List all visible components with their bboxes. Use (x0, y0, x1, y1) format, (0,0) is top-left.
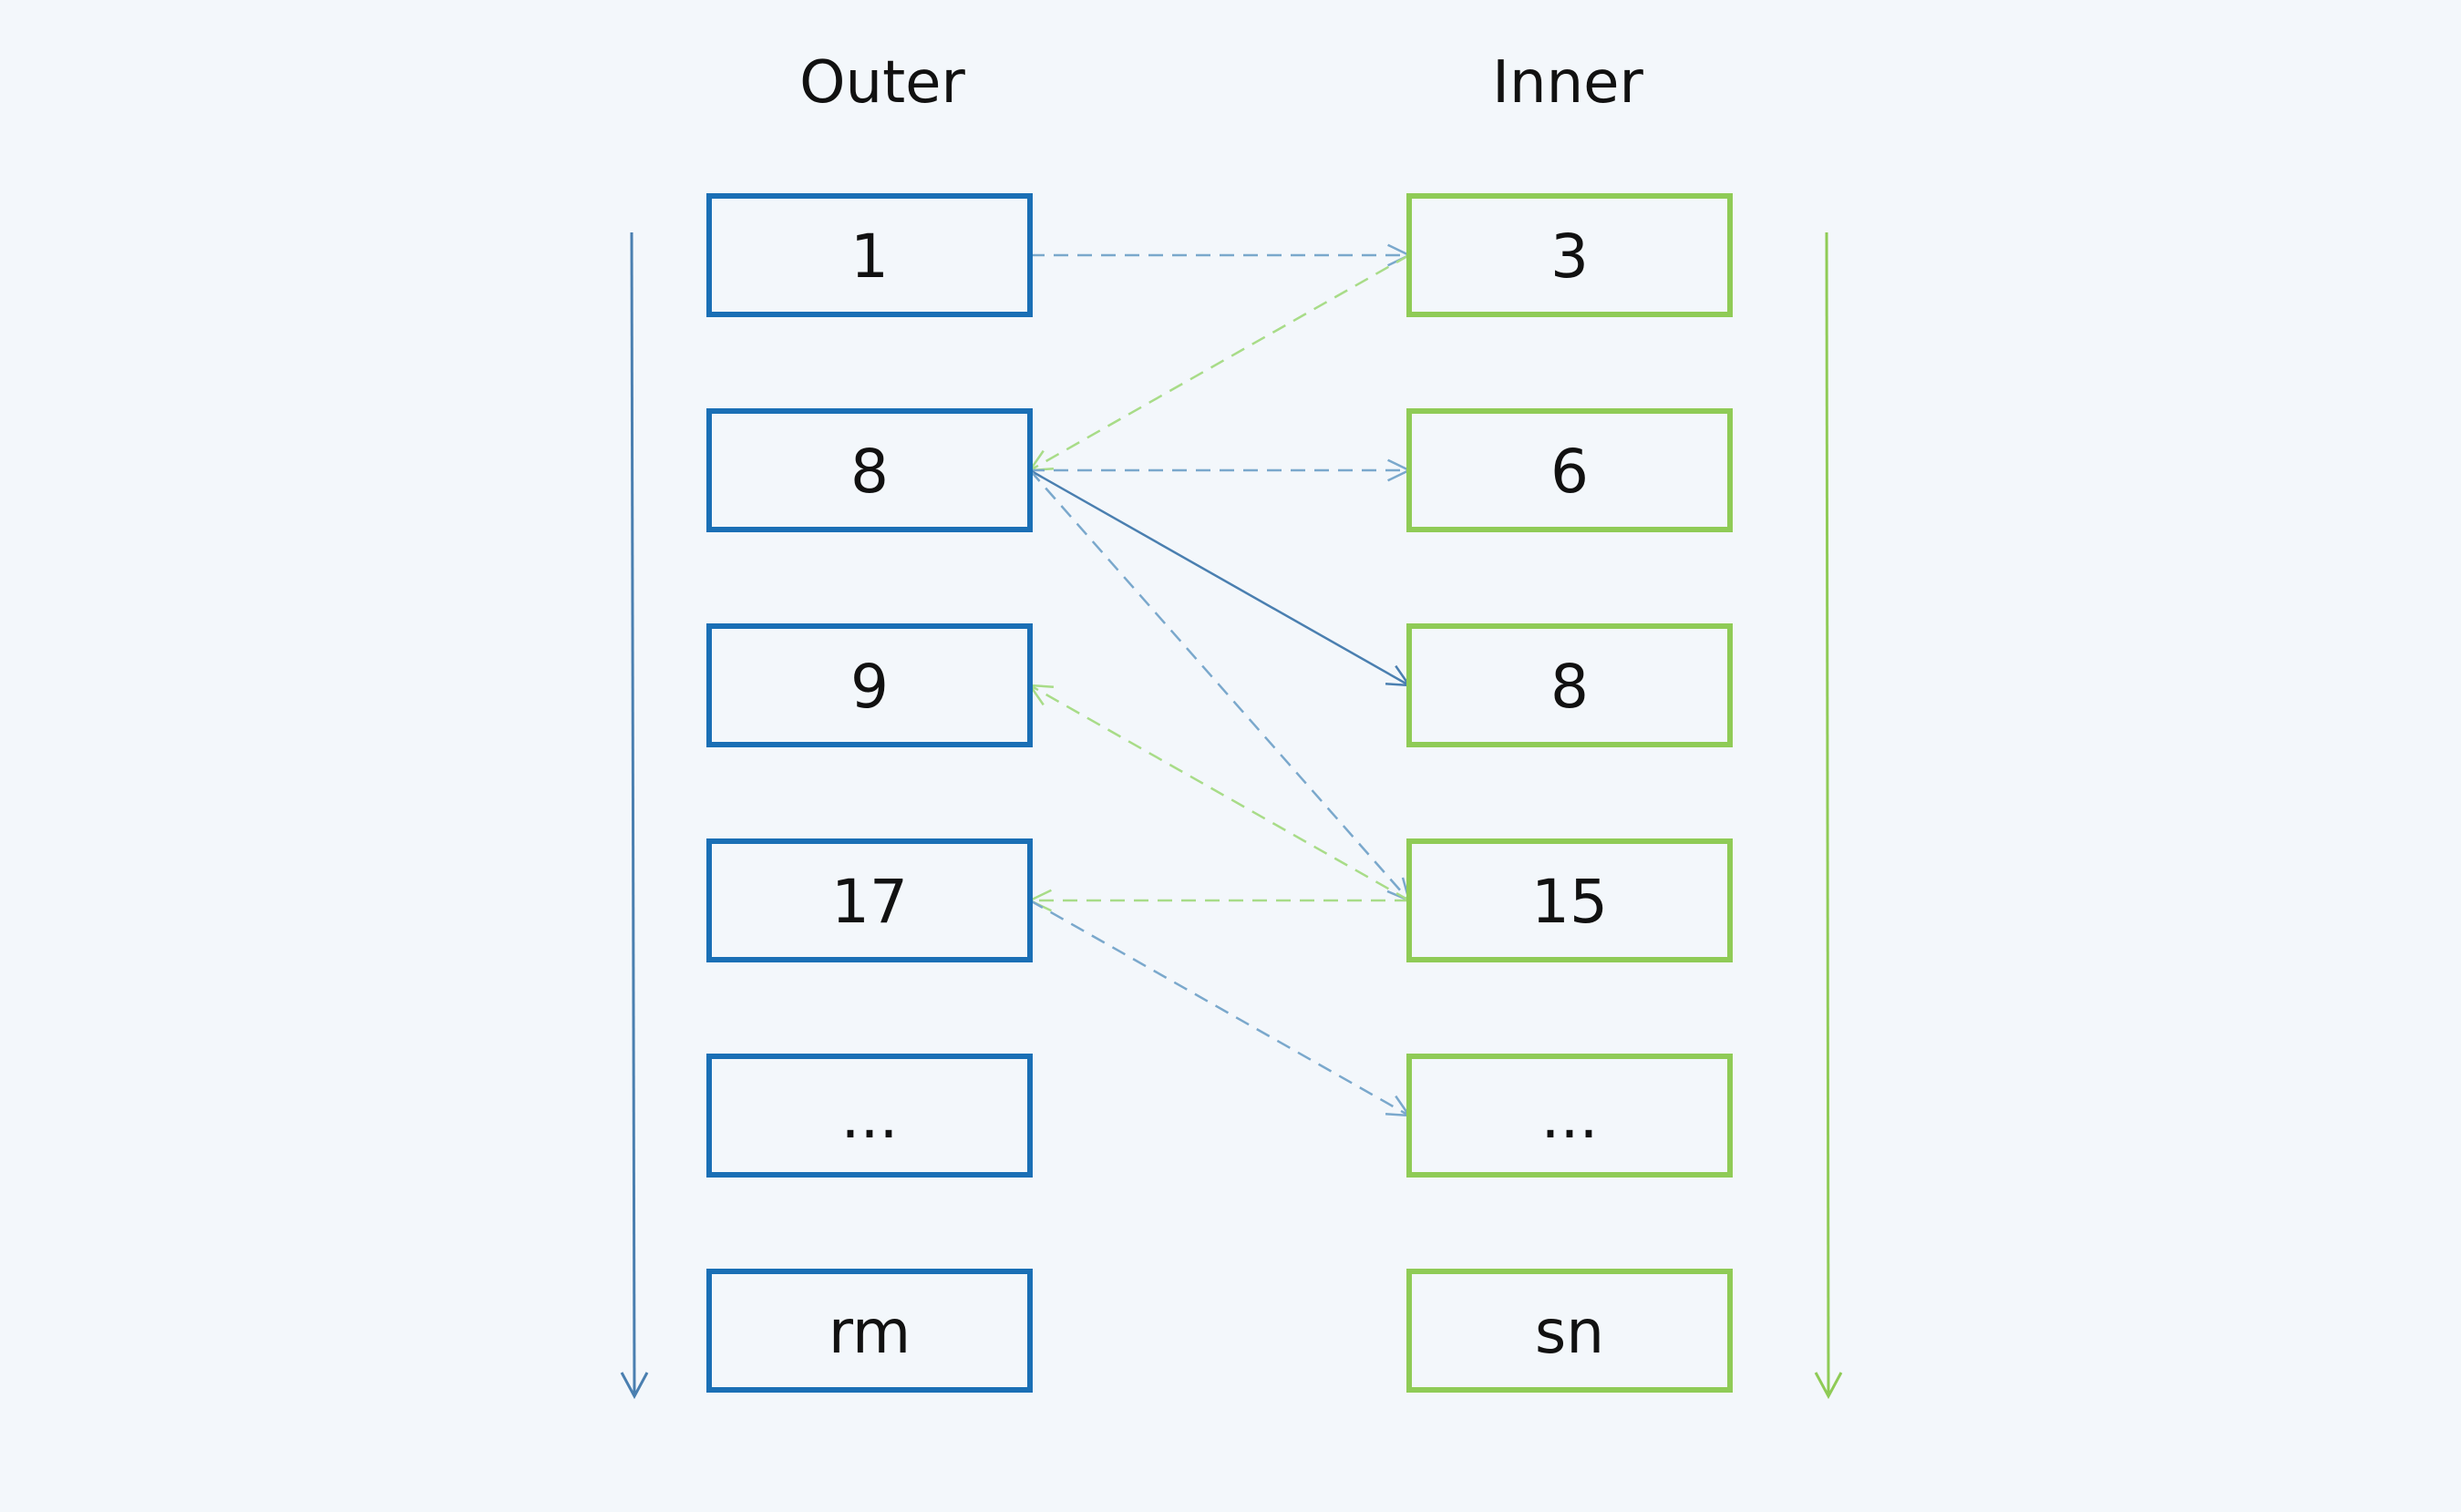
scan-direction-axes (620, 231, 1843, 1400)
connection-arrow (1027, 889, 1409, 912)
inner-item-label: 8 (1550, 652, 1589, 722)
inner-item-box: 3 (1406, 193, 1733, 317)
inner-item-box: ... (1406, 1054, 1733, 1178)
outer-item-box: ... (706, 1054, 1033, 1178)
connection-arrow (1030, 243, 1412, 267)
item-boxes: 1 8 9 17... rm 3 6 8 15... sn (706, 193, 1733, 1393)
connection-arrow (1027, 253, 1410, 472)
outer-item-box: 1 (706, 193, 1033, 317)
inner-item-box: 8 (1406, 623, 1733, 747)
outer-item-box: 17 (706, 838, 1033, 962)
inner-item-box: sn (1406, 1269, 1733, 1393)
inner-item-label: 15 (1531, 867, 1608, 937)
outer-item-label: ... (841, 1082, 899, 1152)
inner-item-label: 3 (1550, 221, 1589, 292)
connection-arrows (1027, 243, 1412, 1117)
inner-item-label: 6 (1550, 437, 1589, 507)
outer-header: Outer (799, 49, 965, 117)
connection-arrow (1029, 899, 1412, 1117)
connection-arrow (1027, 684, 1410, 902)
inner-header: Inner (1492, 49, 1643, 117)
inner-item-box: 15 (1406, 838, 1733, 962)
outer-scan-arrow (620, 231, 649, 1400)
connection-arrow (1029, 468, 1412, 687)
inner-item-label: sn (1535, 1297, 1604, 1367)
outer-item-label: 17 (831, 867, 908, 937)
outer-item-box: 9 (706, 623, 1033, 747)
inner-item-box: 6 (1406, 408, 1733, 532)
outer-item-box: rm (706, 1269, 1033, 1393)
connection-arrow (1030, 458, 1412, 482)
inner-scan-arrow (1814, 231, 1843, 1400)
outer-item-label: 8 (850, 437, 889, 507)
inner-item-label: ... (1541, 1082, 1599, 1152)
outer-item-label: rm (829, 1297, 911, 1367)
outer-item-box: 8 (706, 408, 1033, 532)
outer-item-label: 1 (850, 221, 889, 292)
outer-item-label: 9 (850, 652, 889, 722)
connection-arrow (1029, 469, 1411, 903)
